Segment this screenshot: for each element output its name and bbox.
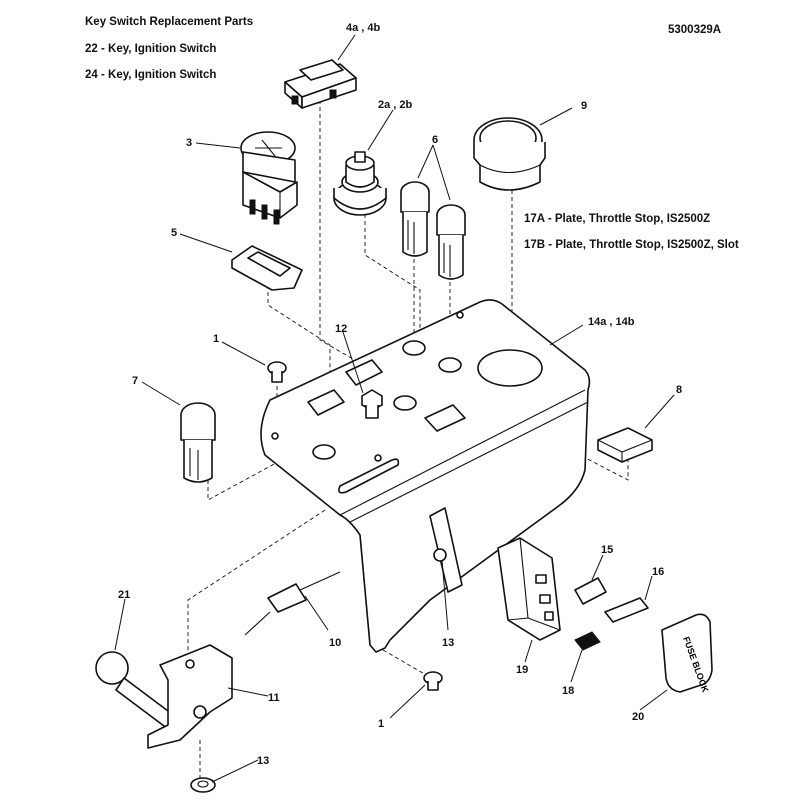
throttle-lever-part-21 bbox=[95, 651, 181, 733]
bracket-plate-part-13 bbox=[429, 507, 463, 593]
throttle-bracket-part-11 bbox=[147, 644, 233, 749]
indicator-light-part-6b bbox=[436, 204, 466, 280]
screw-part-1-bottom bbox=[423, 671, 443, 691]
plunger-switch-part-12 bbox=[361, 389, 383, 419]
indicator-light-part-6a bbox=[400, 181, 430, 257]
callout-14ab: 14a , 14b bbox=[588, 316, 635, 328]
callout-labels: 4a , 4b 2a , 2b 9 3 6 5 14a , 14b 1 12 7… bbox=[118, 22, 682, 767]
callout-3: 3 bbox=[186, 137, 192, 149]
fuse-holder-part-19 bbox=[497, 537, 561, 641]
cap-plug-part-8 bbox=[597, 427, 653, 463]
throttle-cable-part-10 bbox=[244, 571, 341, 636]
note-plate-17a: 17A - Plate, Throttle Stop, IS2500Z bbox=[524, 213, 710, 225]
callout-1-top: 1 bbox=[213, 333, 219, 345]
callout-13-bottom: 13 bbox=[257, 755, 269, 767]
diagram-title: Key Switch Replacement Parts bbox=[85, 16, 253, 28]
callout-10: 10 bbox=[329, 637, 341, 649]
indicator-light-part-7 bbox=[180, 402, 216, 483]
key-switch-part-3 bbox=[240, 131, 298, 225]
control-panel-plate bbox=[260, 299, 591, 653]
callout-21: 21 bbox=[118, 589, 130, 601]
callout-18: 18 bbox=[562, 685, 574, 697]
callout-16: 16 bbox=[652, 566, 664, 578]
hour-meter-part-9 bbox=[473, 117, 546, 191]
note-plate-17b: 17B - Plate, Throttle Stop, IS2500Z, Slo… bbox=[524, 239, 739, 251]
callout-20: 20 bbox=[632, 711, 644, 723]
callout-7: 7 bbox=[132, 375, 138, 387]
callout-8: 8 bbox=[676, 384, 682, 396]
callout-12: 12 bbox=[335, 323, 347, 335]
callout-5: 5 bbox=[171, 227, 177, 239]
callout-19: 19 bbox=[516, 664, 528, 676]
callout-2ab: 2a , 2b bbox=[378, 99, 413, 111]
note-key-22: 22 - Key, Ignition Switch bbox=[85, 43, 216, 55]
blade-fuse-part-18 bbox=[574, 631, 601, 651]
callout-11: 11 bbox=[268, 692, 280, 704]
callout-leader-lines bbox=[114, 34, 675, 783]
callout-4ab: 4a , 4b bbox=[346, 22, 381, 34]
grommet-part-13 bbox=[190, 777, 216, 793]
rocker-switch-part-4 bbox=[284, 59, 357, 109]
fuse-cap-part-16 bbox=[604, 597, 649, 623]
callout-6: 6 bbox=[432, 134, 438, 146]
callout-13-mid: 13 bbox=[442, 637, 454, 649]
fuse-block-cover-part-20: FUSE BLOCK bbox=[661, 613, 713, 694]
document-number: 5300329A bbox=[668, 24, 721, 36]
note-key-24: 24 - Key, Ignition Switch bbox=[85, 69, 216, 81]
screw-part-1-top bbox=[267, 361, 287, 383]
callout-9: 9 bbox=[581, 100, 587, 112]
bezel-part-5 bbox=[231, 245, 303, 291]
callout-15: 15 bbox=[601, 544, 613, 556]
callout-1-bottom: 1 bbox=[378, 718, 384, 730]
ignition-switch-part-2 bbox=[333, 151, 387, 216]
fuse-cartridge-part-15 bbox=[574, 577, 607, 605]
